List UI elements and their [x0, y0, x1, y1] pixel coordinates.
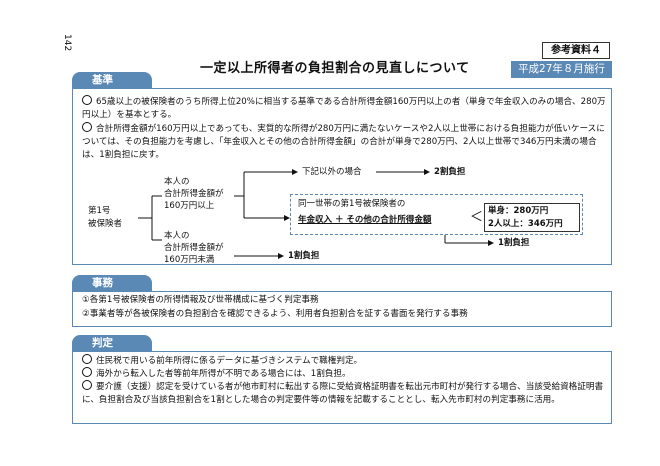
lower-condition-line2: 合計所得金額が — [164, 243, 224, 253]
section-box-hantei — [72, 351, 612, 424]
less-than-sign: ＜ — [470, 210, 484, 225]
household-condition-box — [290, 194, 583, 235]
kijun-paragraph-2: 合計所得金額が160万円以上であっても、実質的な所得が280万円に満たないケース… — [82, 122, 605, 160]
hantei-item-3: 要介護（支援）認定を受けている者が他市町村に転出する際に受給資格証明書を転出元市… — [82, 380, 604, 405]
bullet-circle-icon — [82, 95, 92, 105]
page-title: 一定以上所得者の負担割合の見直しについて — [200, 61, 470, 76]
threshold-two-plus: 2人以上：346万円 — [488, 219, 563, 229]
section-tab-hantei: 判定 — [72, 335, 152, 352]
upper-condition-line3: 160万円以上 — [164, 201, 215, 211]
effective-date-badge: 平成27年８月施行 — [511, 61, 612, 78]
section-box-jimu — [72, 291, 612, 327]
upper-condition-line1: 本人の — [164, 177, 190, 187]
section-tab-kijun: 基準 — [72, 72, 152, 89]
section-box-kijun — [72, 88, 612, 265]
result-2wari: 2割負担 — [434, 167, 466, 177]
pension-formula: 年金収入 ＋ その他の合計所得金額 — [298, 215, 432, 225]
threshold-single: 単身：280万円 — [488, 206, 549, 216]
hantei-item-2: 海外から転入した者等前年所得が不明である場合には、1割負担。 — [82, 367, 606, 381]
bullet-circle-icon — [82, 380, 92, 390]
kijun-paragraph-1: 65歳以上の被保険者のうち所得上位20%に相当する基準である合計所得金額160万… — [82, 95, 606, 120]
section-tab-jimu: 事務 — [72, 275, 152, 292]
hantei-item-1: 住民税で用いる前年所得に係るデータに基づきシステムで職権判定。 — [82, 354, 606, 368]
insured-label-line2: 被保険者 — [88, 219, 123, 229]
threshold-box — [484, 203, 580, 232]
jimu-item-2: ②事業者等が各被保険者の負担割合を確認できるよう、利用者負担割合を証する書面を発… — [82, 309, 468, 319]
lower-condition-line3: 160万円未満 — [164, 255, 215, 265]
bullet-circle-icon — [82, 122, 92, 132]
bullet-circle-icon — [82, 354, 92, 364]
lower-condition-line1: 本人の — [164, 231, 190, 241]
same-household-label: 同一世帯の第1号被保険者の — [298, 199, 406, 209]
insured-label-line1: 第1号 — [88, 206, 111, 216]
reference-label: 参考資料４ — [542, 42, 610, 59]
result-1wari-lower: 1割負担 — [288, 251, 320, 261]
result-1wari-upper: 1割負担 — [498, 238, 530, 248]
bullet-circle-icon — [82, 367, 92, 377]
jimu-item-1: ①各第1号被保険者の所得情報及び世帯構成に基づく判定事務 — [82, 295, 319, 305]
branch-other-cases: 下記以外の場合 — [302, 167, 362, 177]
upper-condition-line2: 合計所得金額が — [164, 189, 224, 199]
